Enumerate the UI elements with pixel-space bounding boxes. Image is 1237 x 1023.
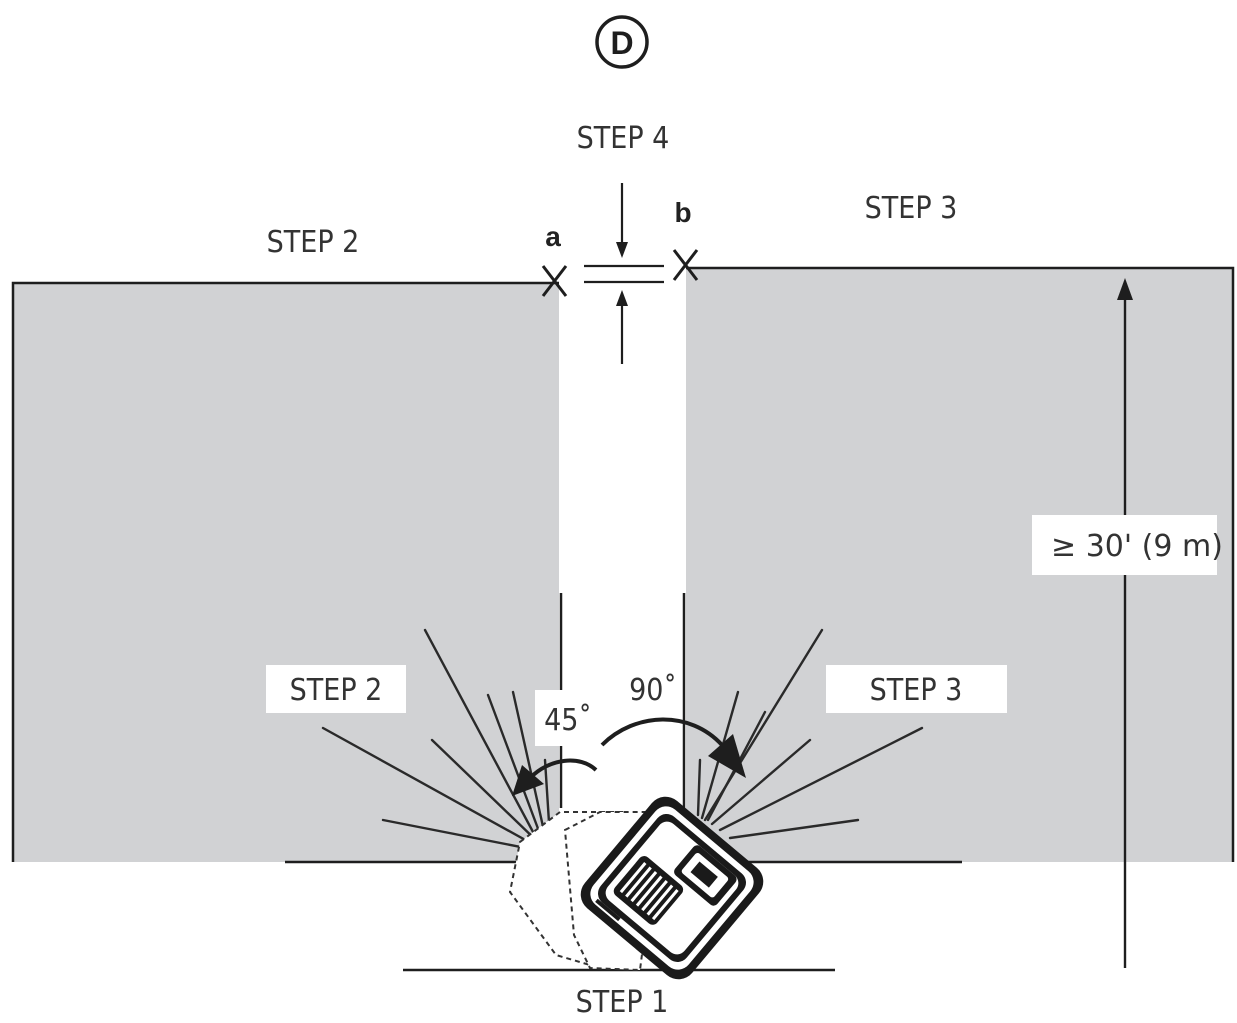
step4-offset-marker <box>541 183 699 364</box>
down-arrow-icon <box>616 242 628 258</box>
left-plane-outline <box>11 281 559 862</box>
step1-label: STEP 1 <box>576 985 669 1020</box>
step3-label-box <box>826 665 1007 713</box>
mark-a-label: a <box>545 221 561 252</box>
mark-b-label: b <box>674 197 691 228</box>
distance-label: ≥ 30' (9 m) <box>1051 529 1223 564</box>
step2-top-label: STEP 2 <box>267 225 360 260</box>
step3-top-label: STEP 3 <box>865 191 958 226</box>
step3-box-label: STEP 3 <box>870 673 963 708</box>
figure-label-badge: D <box>595 15 649 69</box>
left-laser-fan <box>321 628 552 852</box>
up-arrow-icon <box>616 290 628 306</box>
step2-laser-plane <box>13 283 559 862</box>
right-plane-outline <box>686 266 1235 862</box>
angle-90-label: 90˚ <box>629 673 677 708</box>
rotate-left-arrow-icon <box>512 758 598 796</box>
step2-label-box <box>266 665 406 713</box>
distance-label-box <box>1032 515 1217 575</box>
angle-45-box <box>535 690 595 746</box>
rotate-right-arrow-icon <box>600 717 746 778</box>
angle-45-label: 45˚ <box>544 703 592 738</box>
step4-label: STEP 4 <box>577 121 670 156</box>
figure-label: D <box>610 25 633 61</box>
step3-laser-plane <box>686 268 1233 862</box>
distance-dimension: ≥ 30' (9 m) <box>1032 278 1223 968</box>
laser-tool-icon <box>580 796 764 980</box>
distance-arrow-icon <box>1117 278 1133 300</box>
figure-label-circle <box>595 15 649 69</box>
step2-box-label: STEP 2 <box>290 673 383 708</box>
